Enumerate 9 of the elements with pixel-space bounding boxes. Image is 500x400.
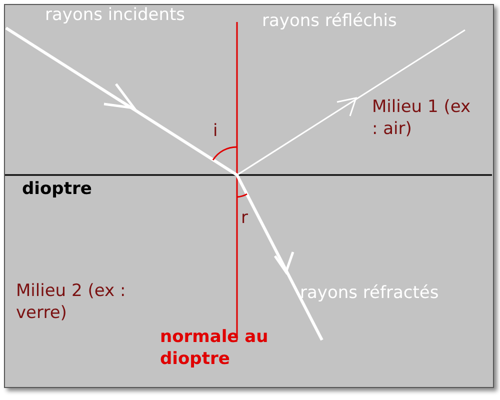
medium-label: Milieu 2 (ex : verre) (16, 280, 127, 324)
ray-label: rayons incidents (45, 4, 186, 26)
angle-label: r (241, 207, 248, 229)
interface-label: dioptre (22, 178, 92, 200)
angle-label: i (213, 120, 218, 142)
medium-label: Milieu 1 (ex : air) (372, 96, 472, 140)
ray-label: rayons réfractés (300, 282, 439, 304)
normal-label: normale au dioptre (160, 326, 270, 370)
ray-label: rayons réfléchis (262, 10, 397, 32)
